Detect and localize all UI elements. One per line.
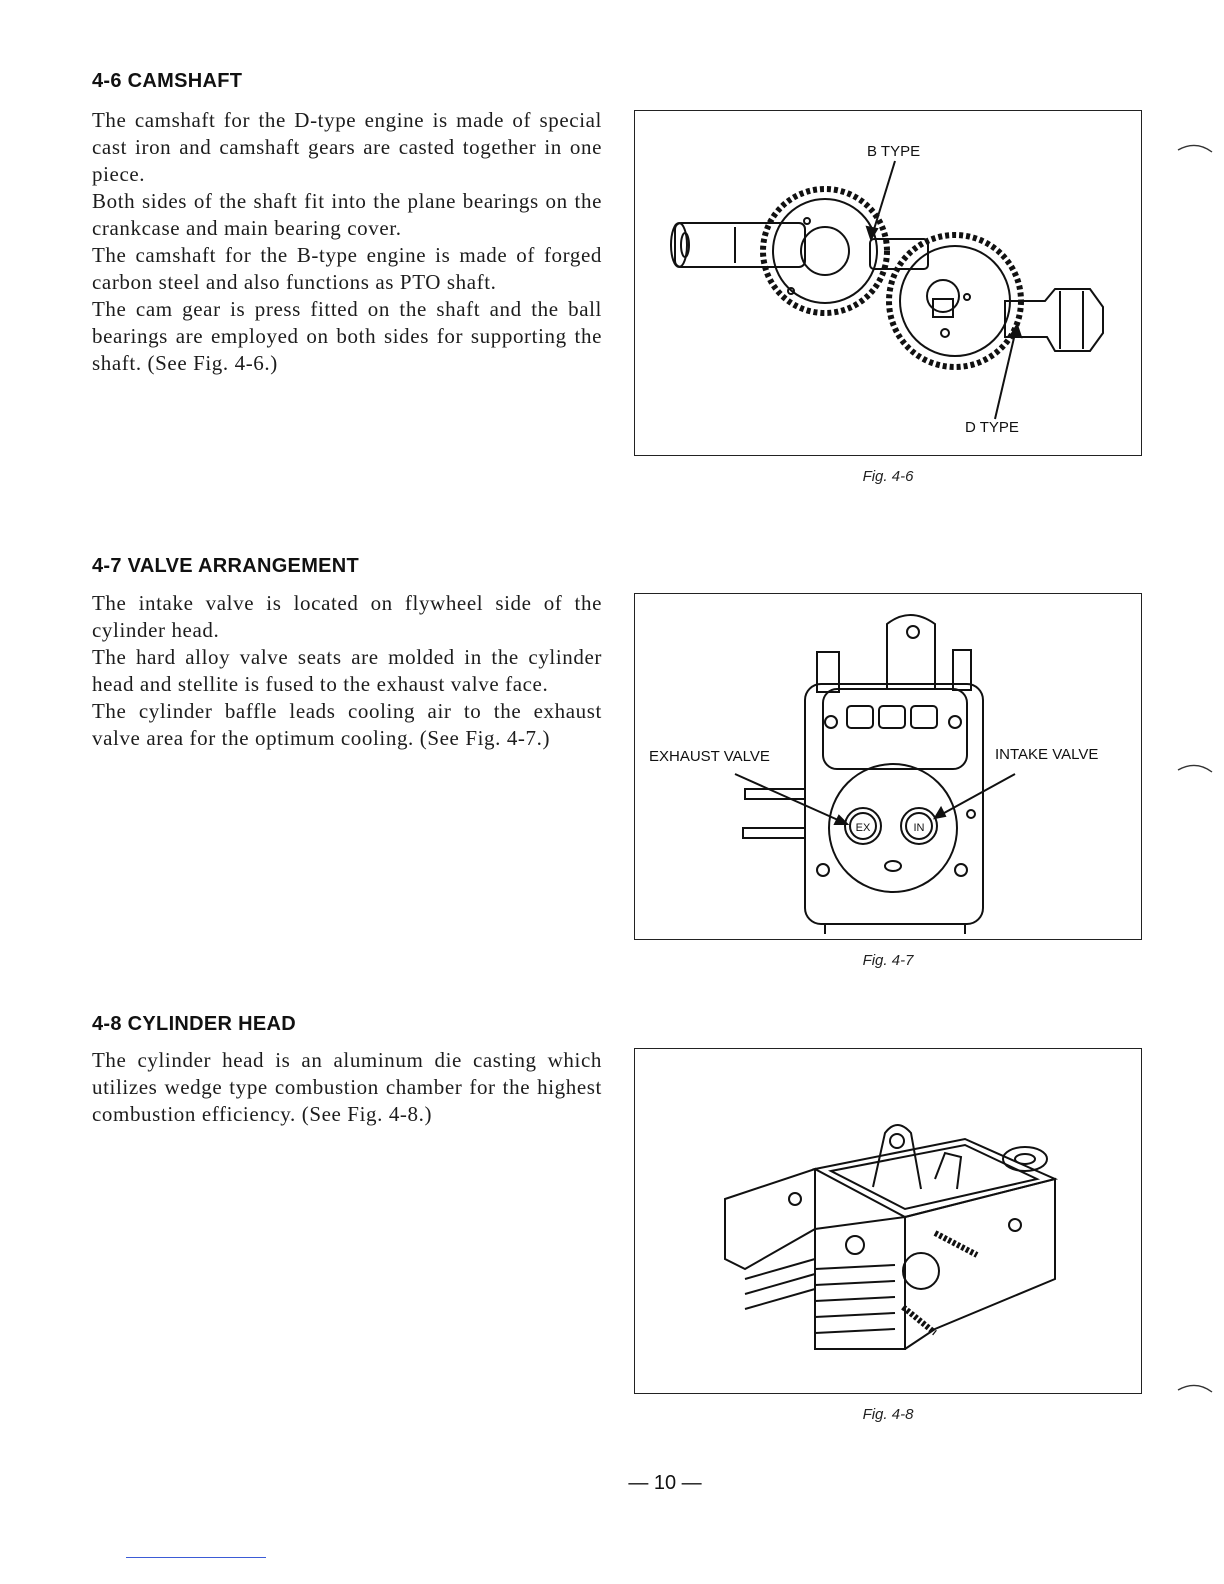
section-heading-cylinder-head: 4-8 CYLINDER HEAD — [92, 1013, 297, 1035]
in-marking: IN — [914, 822, 925, 834]
valve-arrangement-illustration: EX IN — [734, 614, 1016, 934]
figure-4-7-valves: EX IN EXHAUST VALVE INTAKE VALVE — [634, 593, 1142, 940]
figure-caption: Fig. 4-6 — [862, 468, 914, 485]
margin-mark — [1177, 1384, 1213, 1393]
figure-caption: Fig. 4-7 — [862, 952, 914, 969]
paragraph: The cylinder head is an aluminum die cas… — [92, 1048, 602, 1126]
footer-rule — [126, 1557, 266, 1558]
camshaft-illustration — [670, 160, 1104, 420]
valve-arrangement-text: The intake valve is located on flywheel … — [92, 590, 602, 752]
figure-4-6-camshaft: B TYPE D TYPE — [634, 110, 1142, 456]
cylinder-head-illustration — [724, 1124, 1059, 1350]
ex-marking: EX — [856, 822, 871, 834]
paragraph: The camshaft for the D-type engine is ma… — [92, 108, 602, 186]
d-type-label: D TYPE — [965, 419, 1019, 436]
cylinder-head-text: The cylinder head is an aluminum die cas… — [92, 1047, 602, 1128]
paragraph: The hard alloy valve seats are molded in… — [92, 645, 602, 696]
margin-mark — [1177, 764, 1213, 773]
camshaft-text: The camshaft for the D-type engine is ma… — [92, 107, 602, 377]
paragraph: The cam gear is press fitted on the shaf… — [92, 297, 602, 375]
exhaust-valve-label: EXHAUST VALVE — [649, 748, 770, 765]
section-heading-camshaft: 4-6 CAMSHAFT — [92, 70, 243, 92]
margin-mark — [1177, 144, 1213, 153]
figure-caption: Fig. 4-8 — [862, 1406, 914, 1423]
paragraph: The camshaft for the B-type engine is ma… — [92, 243, 602, 294]
paragraph: The intake valve is located on flywheel … — [92, 591, 602, 642]
intake-valve-label: INTAKE VALVE — [995, 746, 1099, 763]
b-type-label: B TYPE — [867, 143, 921, 160]
paragraph: Both sides of the shaft fit into the pla… — [92, 189, 602, 240]
paragraph: The cylinder baffle leads cooling air to… — [92, 699, 602, 750]
section-heading-valve-arrangement: 4-7 VALVE ARRANGEMENT — [92, 555, 360, 577]
page-number: — 10 — — [628, 1472, 702, 1494]
figure-4-8-cylinder-head — [634, 1048, 1142, 1394]
